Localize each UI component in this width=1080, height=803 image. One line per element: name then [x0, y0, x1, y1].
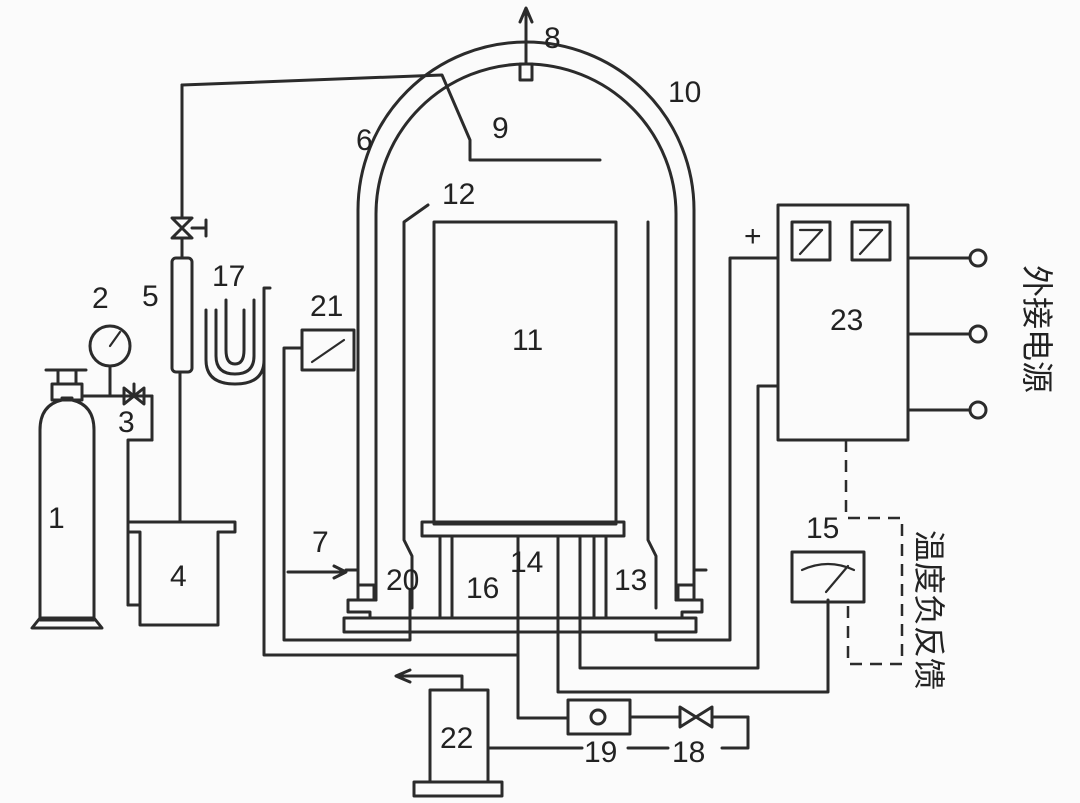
temperature-feedback-label: 温度负反馈 — [910, 530, 948, 690]
label-plus: + — [744, 220, 762, 253]
u-tube-manometer — [204, 286, 272, 386]
temperature-controller — [790, 440, 904, 666]
label-7: 7 — [312, 526, 329, 559]
label-23: 23 — [830, 304, 863, 337]
label-13: 13 — [614, 564, 647, 597]
power-supply — [776, 203, 988, 442]
label-12: 12 — [442, 178, 475, 211]
label-3: 3 — [118, 406, 135, 439]
wiring — [516, 256, 830, 720]
label-19: 19 — [584, 736, 617, 769]
label-16: 16 — [466, 572, 499, 605]
label-1: 1 — [48, 502, 65, 535]
label-21: 21 — [310, 290, 343, 323]
label-22: 22 — [440, 722, 473, 755]
label-20: 20 — [386, 564, 419, 597]
label-4: 4 — [170, 560, 187, 593]
external-power-label: 外接电源 — [1018, 265, 1056, 393]
label-18: 18 — [672, 736, 705, 769]
meter-21 — [262, 298, 520, 657]
bell-jar-chamber — [356, 6, 696, 602]
pressure-gauge — [88, 324, 132, 398]
inner-heat-shield — [402, 203, 658, 610]
regulator-valve — [80, 382, 154, 607]
label-9: 9 — [492, 112, 509, 145]
flowmeter — [170, 73, 602, 524]
base-plate — [286, 564, 708, 634]
label-5: 5 — [142, 280, 159, 313]
water-bath-tank — [126, 520, 237, 627]
label-17: 17 — [212, 260, 245, 293]
label-15: 15 — [806, 512, 839, 545]
label-14: 14 — [510, 546, 543, 579]
vacuum-pump — [394, 668, 504, 798]
cooling-loop — [486, 698, 750, 750]
label-11: 11 — [512, 324, 543, 357]
cathode-support — [420, 520, 626, 620]
label-2: 2 — [92, 282, 109, 315]
gas-cylinder — [30, 368, 104, 630]
label-6: 6 — [356, 124, 373, 157]
workpiece-cathode — [432, 220, 618, 526]
label-8: 8 — [544, 22, 561, 55]
label-10: 10 — [668, 76, 701, 109]
